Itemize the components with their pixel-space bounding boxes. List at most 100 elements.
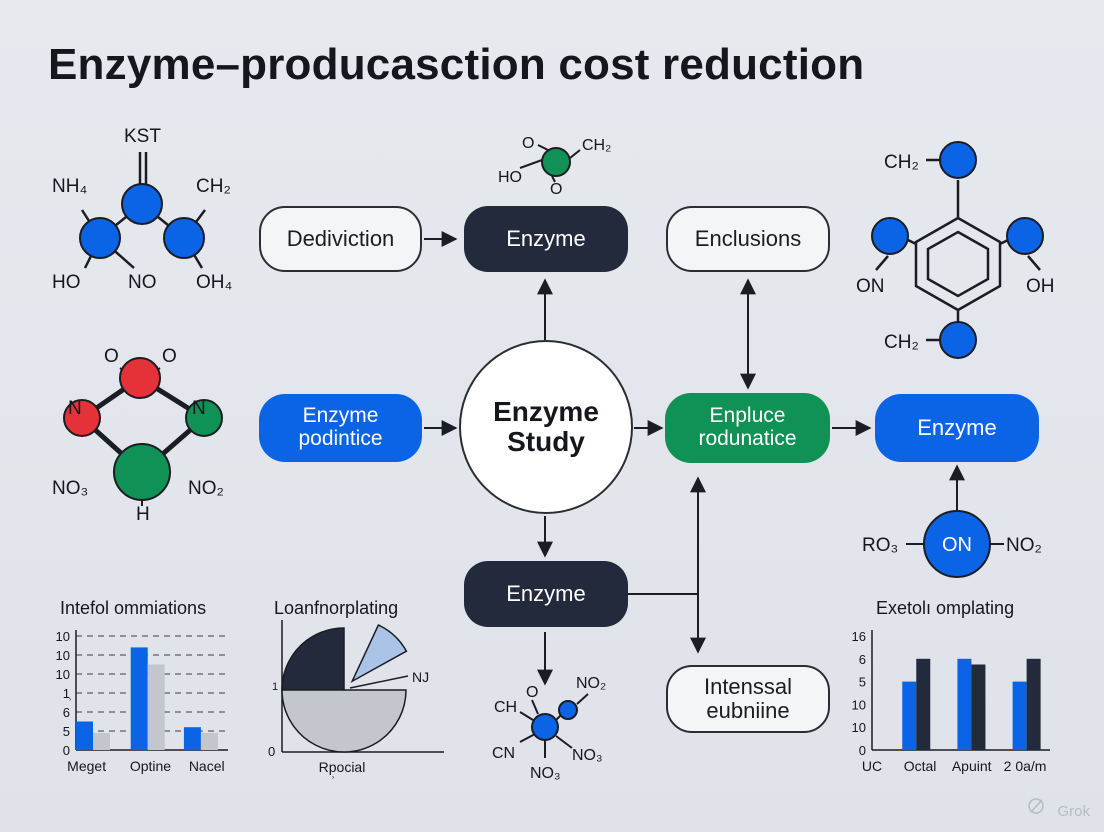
- mol-tl-nh4: NH₄: [52, 176, 87, 197]
- chart2-pie-slice: [281, 627, 345, 691]
- chart1-bar: [76, 721, 93, 750]
- grok-logo-icon: [1028, 798, 1044, 814]
- mol-tr-oh: OH: [1026, 276, 1055, 297]
- node-dediviction[interactable]: Dediviction: [259, 206, 422, 272]
- chart1-ytick-label: 0: [63, 743, 70, 758]
- node-enzyme-study-label: Enzyme Study: [493, 395, 599, 457]
- page-title: Enzyme–producasction cost reduction: [48, 40, 865, 89]
- chart-pie-center: NJ 0 1Rp̹ocial: [268, 620, 444, 778]
- chart3-ytick-label: 10: [852, 697, 866, 712]
- mol-ml-n1: N: [68, 398, 82, 419]
- mol-ml-no3: NO₃: [52, 478, 88, 499]
- mol-tl-ho: HO: [52, 272, 81, 293]
- chart1-category-label: Meget: [67, 758, 106, 774]
- chart2-xlabel: Rp̹ocial: [319, 759, 366, 778]
- node-enzyme-top[interactable]: Enzyme: [464, 206, 628, 272]
- chart3-category-label: UC: [862, 758, 882, 774]
- molecule-middle-left: O O N N NO₃ NO₂ H: [52, 346, 224, 525]
- node-enzyme-bottom[interactable]: Enzyme: [464, 561, 628, 627]
- mol-tc-o1: O: [522, 135, 534, 152]
- chart3-bar: [971, 664, 986, 750]
- mol-tl-kst: KST: [124, 126, 161, 147]
- chart1-category-label: Nacel: [189, 758, 225, 774]
- mol-tl-oh4: OH₄: [196, 272, 233, 293]
- mol-tr-ch2-bottom: CH₂: [884, 332, 919, 353]
- mol-tc-ch2: CH₂: [582, 137, 611, 154]
- mol-tc-ho: HO: [498, 169, 522, 186]
- node-enzyme-study[interactable]: Enzyme Study: [459, 340, 633, 514]
- mol-ml-n2: N: [192, 398, 206, 419]
- chart1-bar: [183, 727, 201, 750]
- chart-right-title: Exetolı omplating: [876, 598, 1015, 618]
- node-enzyme-podintice[interactable]: Enzyme podintice: [259, 394, 422, 462]
- chart1-ytick-label: 10: [56, 629, 70, 644]
- chart1-ytick-label: 5: [63, 724, 70, 739]
- mol-ml-h: H: [136, 504, 150, 525]
- chart1-bar: [93, 732, 110, 750]
- mol-mr-on: ON: [942, 534, 972, 556]
- node-dediviction-label: Dediviction: [286, 226, 395, 252]
- node-enzyme-right-label: Enzyme: [917, 415, 997, 441]
- watermark-text: Grok: [1057, 803, 1090, 820]
- molecule-middle-right: ON RO₃ NO₂: [862, 510, 1042, 578]
- chart2-slice-label: NJ: [412, 669, 429, 685]
- chart2-label-leader: [349, 675, 409, 689]
- node-enzyme-top-label: Enzyme: [506, 226, 586, 252]
- chart-left-title: Intefol ommiations: [60, 598, 207, 618]
- chart1-bar: [147, 664, 165, 750]
- molecule-bottom-center: O NO₂ CH CN NO₃ NO₃: [492, 675, 606, 782]
- chart1-category-label: Optine: [130, 758, 171, 774]
- chart1-bar: [130, 647, 148, 750]
- mol-mr-no2: NO₂: [1006, 535, 1042, 556]
- mol-tr-ch2-top: CH₂: [884, 152, 919, 173]
- chart1-ytick-label: 10: [56, 648, 70, 663]
- mol-ml-o2: O: [162, 346, 177, 367]
- chart2-ytick-label: 0: [268, 744, 275, 759]
- chart3-category-label: Octal: [904, 758, 937, 774]
- mol-tl-ch2: CH₂: [196, 176, 231, 197]
- mol-tr-on: ON: [856, 276, 885, 297]
- molecule-top-center: O CH₂ HO O: [498, 135, 611, 198]
- chart3-bar: [1012, 681, 1027, 750]
- node-intenssal-eubniine-label: Intenssal eubniine: [703, 674, 793, 723]
- mol-tc-o2: O: [550, 181, 562, 198]
- mol-bc-ch: CH: [494, 699, 517, 716]
- chart3-bar: [957, 658, 972, 750]
- chart3-ytick-label: 10: [852, 720, 866, 735]
- node-enclusions-label: Enclusions: [694, 226, 802, 252]
- chart3-ytick-label: 5: [859, 675, 866, 690]
- molecule-top-left: KST NH₄ CH₂ HO NO OH₄: [52, 126, 233, 293]
- node-enpluce-rodunatice-label: Enpluce rodunatice: [698, 404, 797, 450]
- chart1-ytick-label: 1̹: [63, 686, 71, 701]
- chart-center-title: Loanfnorplating: [274, 598, 399, 618]
- chart3-bar: [1026, 658, 1041, 750]
- chart2-ytick-label: 1: [272, 681, 278, 693]
- chart3-category-label: 2 0a/m: [1004, 758, 1047, 774]
- chart3-ytick-label: 6: [859, 652, 866, 667]
- mol-bc-no3-bottom: NO₃: [530, 765, 561, 782]
- node-enzyme-bottom-label: Enzyme: [506, 581, 586, 607]
- node-enzyme-right[interactable]: Enzyme: [875, 394, 1039, 462]
- molecule-top-right: CH₂ ON OH CH₂: [856, 141, 1055, 359]
- connectors: [424, 231, 965, 686]
- mol-mr-ro3: RO₃: [862, 535, 898, 556]
- mol-bc-cn: CN: [492, 745, 515, 762]
- node-intenssal-eubniine[interactable]: Intenssal eubniine: [666, 665, 830, 733]
- chart3-bar: [902, 681, 917, 750]
- chart3-category-label: Apuint: [952, 758, 992, 774]
- node-enclusions[interactable]: Enclusions: [666, 206, 830, 272]
- node-enpluce-rodunatice[interactable]: Enpluce rodunatice: [665, 393, 830, 463]
- chart1-ytick-label: 10: [56, 667, 70, 682]
- node-enzyme-podintice-label: Enzyme podintice: [298, 404, 383, 450]
- chart3-bar: [916, 658, 931, 750]
- chart2-pie-slice: [350, 624, 408, 683]
- chart1-bar: [200, 732, 218, 750]
- mol-tl-no: NO: [128, 272, 157, 293]
- mol-bc-no2: NO₂: [576, 675, 606, 692]
- chart3-ytick-label: 0: [859, 743, 866, 758]
- chart1-ytick-label: 6: [63, 705, 70, 720]
